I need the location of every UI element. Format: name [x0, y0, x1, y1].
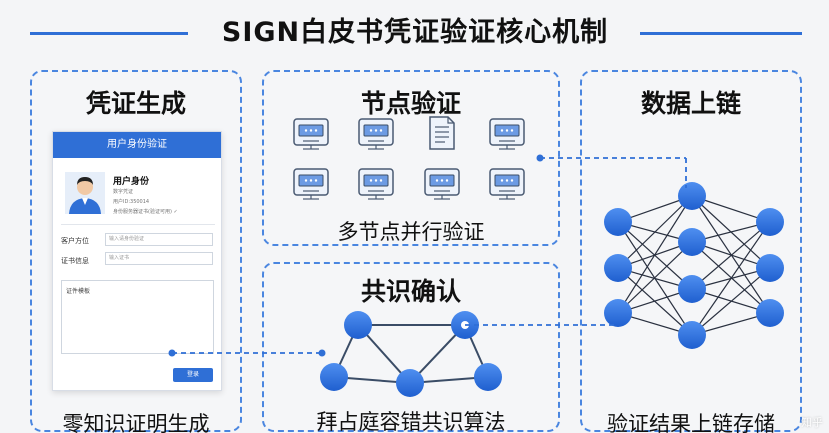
network-edge: [691, 267, 771, 336]
field-2-input[interactable]: 输入证书: [105, 252, 213, 265]
server-icon: [489, 118, 525, 150]
network-node: [604, 254, 632, 282]
chain-network-edges: [617, 195, 771, 336]
panel-node-verification: 节点验证 多节点并行验证: [262, 70, 560, 246]
panel-title-consensus: 共识确认: [360, 277, 461, 306]
textarea-label: 证件模板: [66, 288, 91, 295]
consensus-node: [344, 311, 372, 339]
caption-consensus: 拜占庭容错共识算法: [316, 410, 506, 433]
document-icon: [429, 116, 455, 150]
panel-title-chain: 数据上链: [640, 89, 741, 118]
network-node: [678, 321, 706, 349]
server-icon: [358, 118, 394, 150]
caption-nodes: 多节点并行验证: [337, 220, 485, 244]
panel-consensus: 共识确认 拜占庭容错共识算法: [262, 262, 560, 433]
network-edge: [617, 241, 693, 314]
consensus-node: [474, 363, 502, 391]
network-node: [604, 299, 632, 327]
consensus-node: [320, 363, 348, 391]
network-edge: [617, 195, 693, 314]
field-1-label: 客户方位: [61, 237, 89, 245]
user-avatar-icon: [65, 172, 105, 214]
caption-chain: 验证结果上链存储: [607, 412, 775, 433]
credential-form-card: 用户身份验证 用户身份 数字凭证 用户ID:350014 身份服务器证书(验证可…: [52, 131, 222, 391]
consensus-node: [396, 369, 424, 397]
page-title: SIGN白皮书凭证验证核心机制: [221, 17, 609, 48]
consensus-nodes: [320, 311, 502, 397]
server-icon: [293, 118, 329, 150]
title-rule-right: [640, 32, 802, 35]
network-node: [756, 254, 784, 282]
network-node: [604, 208, 632, 236]
user-name: 用户身份: [113, 177, 150, 187]
network-node: [756, 299, 784, 327]
card-header: 用户身份验证: [53, 132, 221, 158]
panel-title-generation: 凭证生成: [85, 89, 186, 118]
server-icon: [489, 168, 525, 200]
user-meta-2: 用户ID:350014: [113, 199, 150, 205]
server-icon: [358, 168, 394, 200]
connector-dot: [536, 154, 544, 162]
chain-network-nodes: [604, 182, 784, 349]
title-rule-left: [30, 32, 188, 35]
connector-dot: [168, 349, 176, 357]
network-node: [678, 228, 706, 256]
network-edge: [691, 221, 771, 336]
server-icon: [424, 168, 460, 200]
field-2-label: 证书信息: [61, 257, 89, 265]
template-textarea[interactable]: 证件模板: [61, 280, 214, 354]
server-icon: [293, 168, 329, 200]
user-meta-3: 身份服务器证书(验证可用) ✓: [113, 209, 178, 215]
connector-dot: [318, 349, 326, 357]
network-edge: [617, 195, 693, 269]
network-node: [678, 275, 706, 303]
network-node: [756, 208, 784, 236]
user-meta-1: 数字凭证: [113, 189, 134, 195]
connectors: [172, 157, 687, 354]
network-node: [678, 182, 706, 210]
submit-button[interactable]: 登录: [173, 368, 213, 382]
field-1-input[interactable]: 输入请身份验证: [105, 233, 213, 246]
caption-generation: 零知识证明生成: [62, 412, 210, 433]
watermark: 知乎: [801, 416, 823, 429]
panel-title-nodes: 节点验证: [360, 89, 461, 118]
network-edge: [691, 221, 771, 290]
card-divider: [61, 224, 215, 225]
